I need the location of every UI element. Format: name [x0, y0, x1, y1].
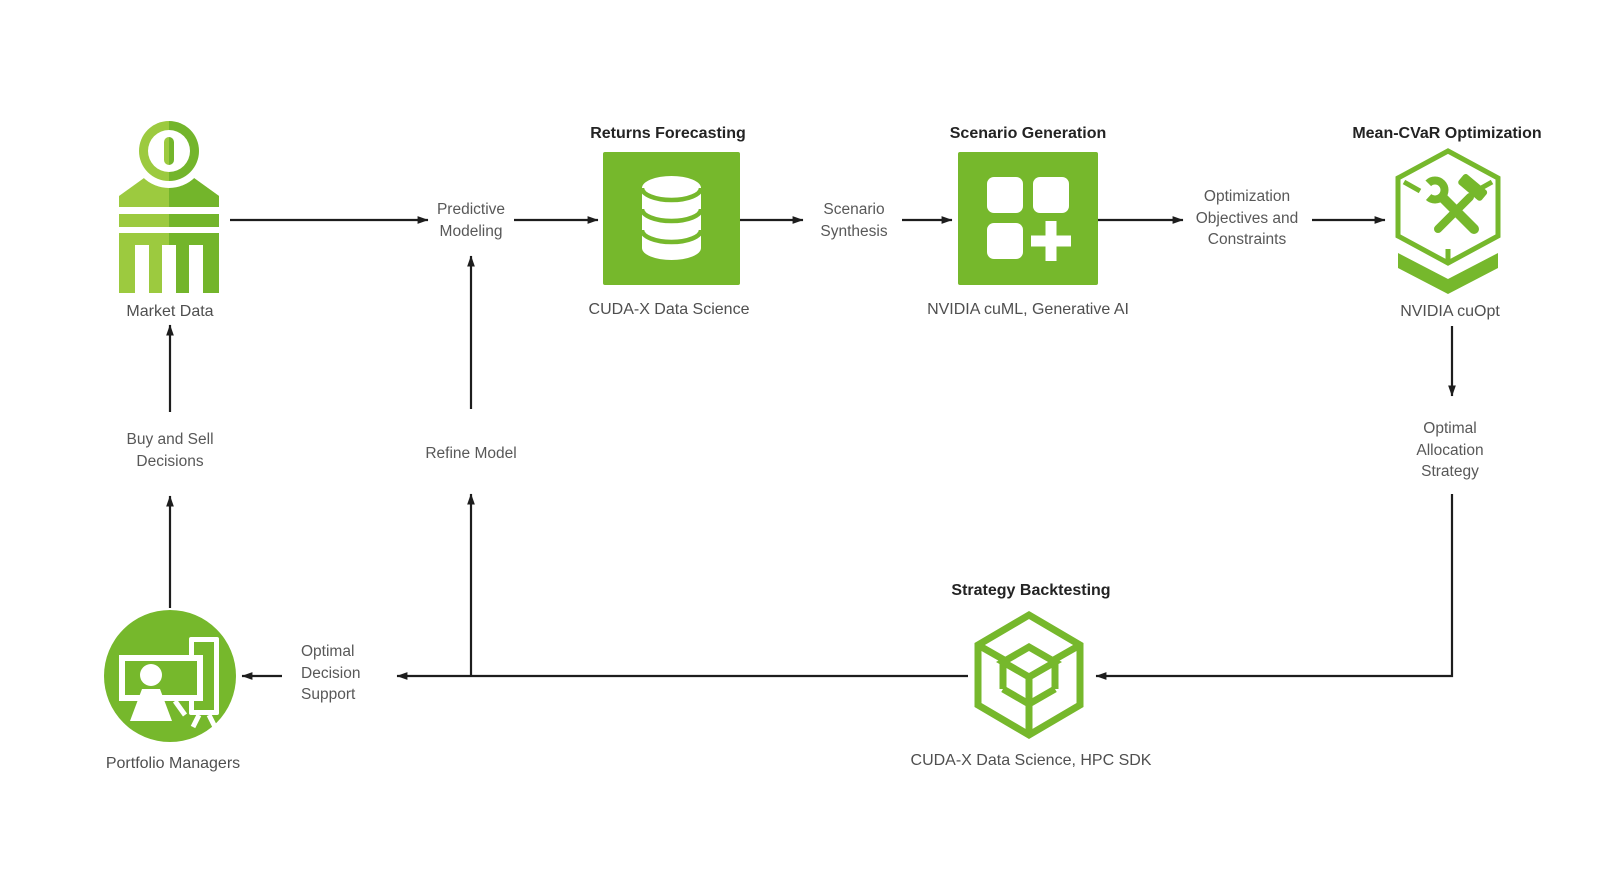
flow-label-scenario-synthesis: Scenario Synthesis: [820, 201, 888, 240]
database-icon: [639, 176, 704, 260]
returns-forecasting-tile: [603, 152, 740, 285]
arrow-allocation-to-backtesting: [1095, 494, 1454, 680]
cube-icon: [974, 610, 1084, 740]
node-label-portfolio-managers: Portfolio Managers: [105, 755, 241, 772]
flow-label-predictive-modeling: Predictive Modeling: [436, 201, 506, 240]
node-label-returns-forecasting: CUDA-X Data Science: [588, 301, 750, 318]
bank-icon: [119, 114, 219, 293]
node-label-mean-cvar-optimization: NVIDIA cuOpt: [1400, 303, 1500, 320]
flow-label-buy-sell: Buy and Sell Decisions: [126, 431, 214, 470]
node-title-strategy-backtesting: Strategy Backtesting: [951, 582, 1111, 599]
hexagon-tools-icon: [1395, 148, 1501, 294]
node-title-mean-cvar-optimization: Mean-CVaR Optimization: [1352, 125, 1542, 142]
flow-label-optimal-decision: Optimal Decision Support: [301, 643, 361, 703]
wrench-hammer-glyph: [1421, 173, 1488, 234]
node-label-strategy-backtesting: CUDA-X Data Science, HPC SDK: [910, 752, 1152, 769]
flow-label-optimal-allocation: Optimal Allocation Strategy: [1416, 420, 1484, 480]
flow-label-optimization-objectives: Optimization Objectives and Constraints: [1195, 188, 1299, 248]
node-title-returns-forecasting: Returns Forecasting: [590, 125, 746, 142]
person-glyph: [130, 664, 172, 721]
flow-label-refine-model: Refine Model: [425, 445, 517, 462]
node-label-market-data: Market Data: [126, 303, 214, 320]
node-label-scenario-generation: NVIDIA cuML, Generative AI: [927, 301, 1129, 318]
node-title-scenario-generation: Scenario Generation: [949, 125, 1107, 142]
modules-plus-icon: [987, 177, 1071, 261]
presenter-icon: [104, 610, 236, 742]
scenario-generation-tile: [958, 152, 1098, 285]
